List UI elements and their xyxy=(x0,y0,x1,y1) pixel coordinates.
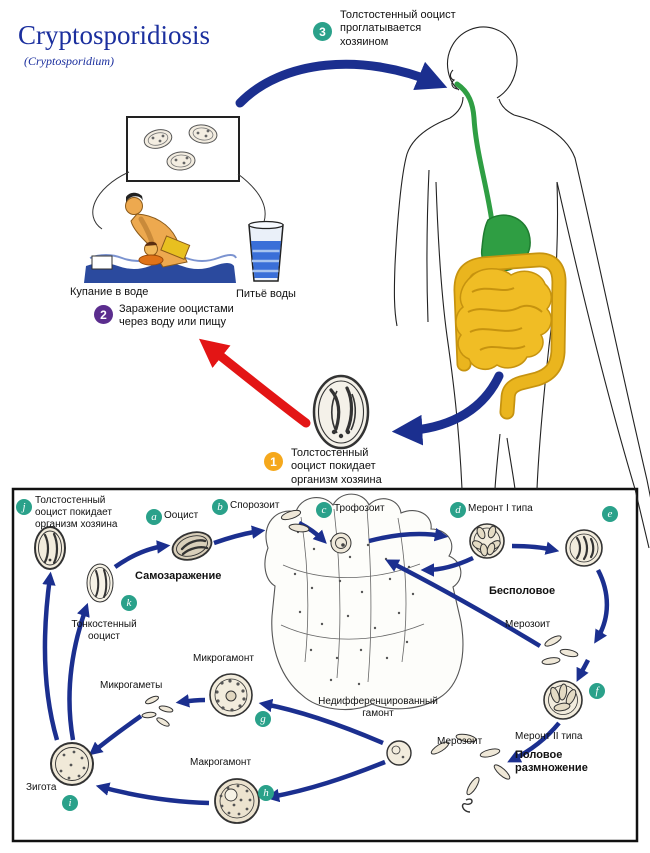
oocyst-box-illustration xyxy=(126,116,240,182)
sexual-reproduction-label: Половое размножение xyxy=(515,749,588,774)
meront-1-illustration xyxy=(469,523,505,559)
stage-b-label: Спорозоит xyxy=(230,500,280,511)
autoinfection-label: Самозаражение xyxy=(135,570,222,582)
stage-c-label: Трофозоит xyxy=(334,503,385,514)
stage-k-badge: k xyxy=(121,595,137,611)
line-box-to-glass xyxy=(237,173,266,223)
microgametes-label: Микрогаметы xyxy=(100,680,163,691)
stage-h-badge: h xyxy=(258,785,274,801)
cycle-arrows xyxy=(42,520,610,806)
macrogamont-illustration xyxy=(214,778,260,824)
water-glass-icon xyxy=(248,220,284,282)
asexual-label: Бесполовое xyxy=(489,585,556,597)
step-2-badge: 2 xyxy=(94,305,113,324)
stage-i-badge: i xyxy=(62,795,78,811)
human-figure xyxy=(393,26,650,549)
microgametes-illustration xyxy=(141,695,174,727)
stage-d-badge: d xyxy=(450,502,466,518)
stage-k-label: Тонкостенный ооцист xyxy=(71,619,137,642)
undifferentiated-gamont-label: Недифференцированный гамонт xyxy=(318,696,438,719)
step-1-label: Толстостенный ооцист покидает организм х… xyxy=(291,447,382,486)
sporozoites-illustration xyxy=(280,509,310,533)
merozoites-lower-illustration xyxy=(430,733,511,813)
stage-a-label: Ооцист xyxy=(164,510,199,521)
stage-c-badge: c xyxy=(316,502,332,518)
macrogamont-label: Макрогамонт xyxy=(190,757,252,768)
microgamont-illustration xyxy=(209,673,253,717)
stage-a-badge: a xyxy=(146,509,162,525)
swimming-label: Купание в воде xyxy=(70,286,149,298)
swimming-illustration xyxy=(84,192,237,283)
step-3-badge: 3 xyxy=(313,22,332,41)
page-title: Cryptosporidiosis xyxy=(18,20,211,50)
oocyst-j-illustration xyxy=(34,526,66,570)
meront-e-illustration xyxy=(565,529,603,567)
merozoite-upper-label: Мерозоит xyxy=(505,619,551,630)
drinking-water-label: Питьё воды xyxy=(236,288,296,300)
arrow-oocyst-excreted xyxy=(391,371,504,446)
page-subtitle: (Cryptosporidium) xyxy=(24,54,114,68)
step-2-label: Заражение ооцистами через воду или пищу xyxy=(119,303,234,329)
arrow-contamination xyxy=(199,338,311,428)
zygote-illustration xyxy=(50,742,94,786)
trophozoite-illustration xyxy=(330,532,352,554)
oocyst-a-illustration xyxy=(171,531,213,561)
stage-f-badge: f xyxy=(589,683,605,699)
arrow-oocyst-ingested xyxy=(235,59,448,108)
undifferentiated-gamont-illustration xyxy=(386,740,412,766)
merozoites-upper-illustration xyxy=(541,635,579,665)
meront-2-label: Меронт II типа xyxy=(515,731,583,742)
microgamont-label: Микрогамонт xyxy=(193,653,254,664)
stage-d-label: Меронт I типа xyxy=(468,503,533,514)
stage-j-badge: j xyxy=(16,499,32,515)
stage-e-badge: e xyxy=(602,506,618,522)
stage-g-badge: g xyxy=(255,711,271,727)
zygote-label: Зигота xyxy=(26,782,57,793)
step-1-badge: 1 xyxy=(264,452,283,471)
oocyst-k-illustration xyxy=(86,563,114,603)
step-3-label: Толстостенный ооцист проглатывается хозя… xyxy=(340,9,456,48)
meront-2-illustration xyxy=(543,680,583,720)
digestive-tract xyxy=(453,81,567,420)
thick-walled-oocyst-illustration xyxy=(312,374,370,450)
line-box-to-swimming xyxy=(92,171,130,230)
merozoite-lower-label: Мерозоит xyxy=(437,736,483,747)
stage-b-badge: b xyxy=(212,499,228,515)
stage-j-label: Толстостенный ооцист покидает организм х… xyxy=(35,495,118,530)
